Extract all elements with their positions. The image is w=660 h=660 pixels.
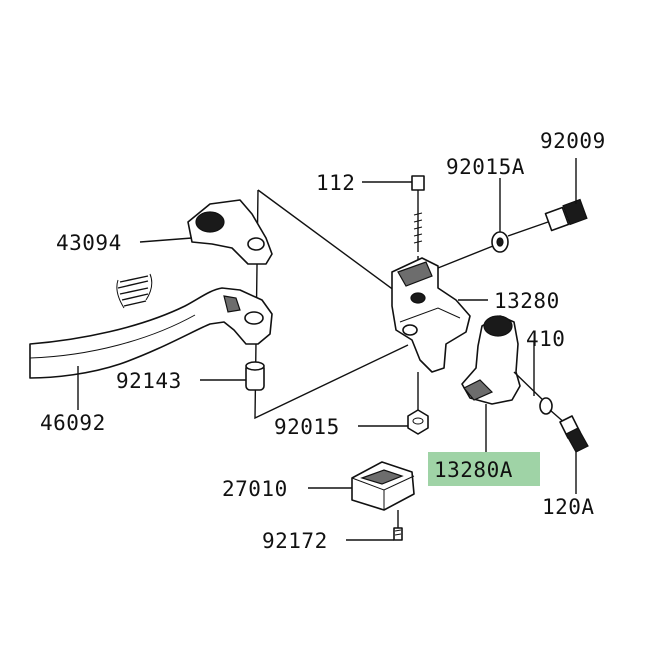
screw-92172-part <box>393 527 403 541</box>
washer-410-part <box>513 371 567 425</box>
screw-120A-part <box>559 415 589 453</box>
nut-92015-part <box>407 372 429 435</box>
lever-part <box>29 287 273 379</box>
callout-43094: 43094 <box>56 231 122 255</box>
callout-120A: 120A <box>542 495 595 519</box>
clamp-13280A-part <box>461 315 521 405</box>
callout-labels: 112 92015A 92009 43094 13280 410 92143 4… <box>40 129 606 553</box>
callout-27010: 27010 <box>222 477 288 501</box>
callout-410: 410 <box>526 327 565 351</box>
bolt-112-part <box>411 175 425 270</box>
highlight-13280A <box>428 452 540 486</box>
callout-13280: 13280 <box>494 289 560 313</box>
collar-part <box>245 361 265 391</box>
callout-13280A: 13280A <box>434 458 513 482</box>
leader-lines <box>77 158 577 541</box>
spring-part <box>116 273 153 309</box>
callout-92015: 92015 <box>274 415 340 439</box>
holder-13280-part <box>391 257 471 373</box>
bolt-92009-part <box>507 198 588 237</box>
adjuster-part <box>187 199 273 265</box>
switch-27010-part <box>351 461 415 540</box>
washer-part <box>437 231 509 269</box>
callout-112: 112 <box>316 171 355 195</box>
callout-92009: 92009 <box>540 129 606 153</box>
callout-92172: 92172 <box>262 529 328 553</box>
callout-92143: 92143 <box>116 369 182 393</box>
callout-46092: 46092 <box>40 411 106 435</box>
callout-92015A: 92015A <box>446 155 525 179</box>
